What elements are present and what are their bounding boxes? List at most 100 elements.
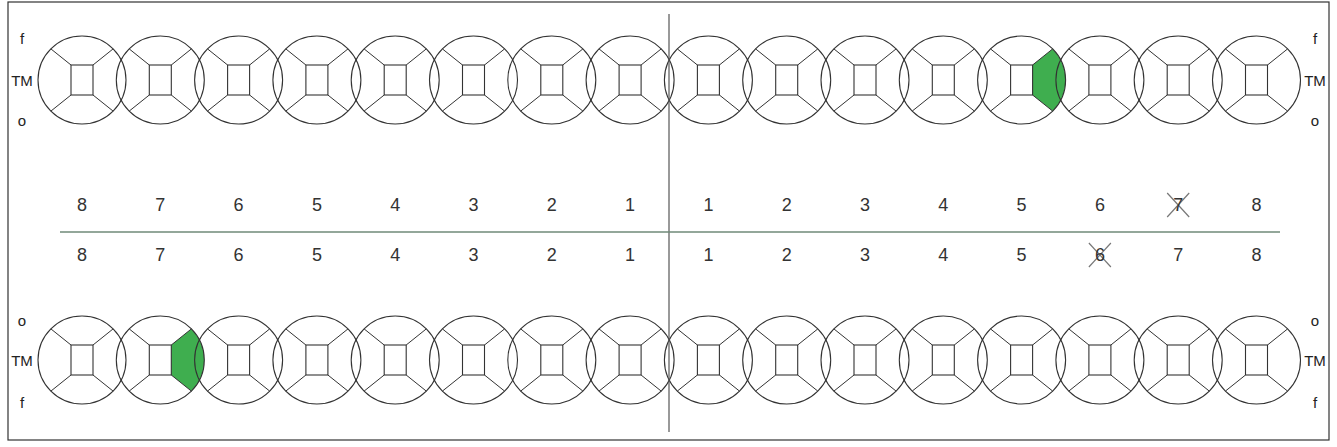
missing-mark [1167, 193, 1189, 217]
surface-divider [641, 95, 661, 111]
surface-divider [756, 49, 776, 65]
tooth-number: 4 [390, 246, 400, 264]
tooth-number: 3 [468, 246, 478, 264]
surface-divider [990, 95, 1010, 111]
surface-divider [1189, 95, 1209, 111]
surface-divider [1111, 329, 1131, 345]
surface-label: TM [1304, 353, 1326, 368]
surface-divider [912, 375, 932, 391]
tooth-number: 8 [1251, 246, 1261, 264]
surface-divider [912, 329, 932, 345]
surface-divider [599, 329, 619, 345]
surface-divider [207, 49, 227, 65]
surface-divider [485, 95, 505, 111]
surface-divider [798, 95, 818, 111]
surface-divider [442, 375, 462, 391]
surface-divider [51, 329, 71, 345]
tooth-outline [351, 316, 439, 404]
occlusal-surface [384, 65, 406, 95]
surface-divider [129, 375, 149, 391]
tooth-outline [664, 316, 752, 404]
surface-divider [876, 49, 896, 65]
tooth-number: 5 [1017, 196, 1027, 214]
midline [668, 14, 669, 432]
surface-divider [677, 49, 697, 65]
surface-divider [641, 329, 661, 345]
tooth-number: 6 [1095, 196, 1105, 214]
surface-divider [1033, 49, 1053, 65]
occlusal-surface [1246, 65, 1268, 95]
surface-divider [207, 95, 227, 111]
surface-divider [1268, 49, 1288, 65]
tooth-outline [743, 36, 831, 124]
surface-divider [990, 49, 1010, 65]
surface-label: TM [11, 353, 33, 368]
tooth-number: 3 [860, 246, 870, 264]
surface-divider [719, 375, 739, 391]
occlusal-surface [1089, 65, 1111, 95]
surface-divider [599, 49, 619, 65]
tooth-outline [1213, 316, 1301, 404]
tooth-outline [430, 36, 518, 124]
surface-label: o [18, 113, 26, 128]
surface-divider [1225, 329, 1245, 345]
surface-divider [51, 49, 71, 65]
surface-divider [442, 49, 462, 65]
surface-divider [1069, 375, 1089, 391]
surface-divider [719, 95, 739, 111]
surface-divider [719, 49, 739, 65]
surface-divider [250, 49, 270, 65]
tooth-outline [195, 36, 283, 124]
occlusal-surface [149, 345, 171, 375]
occlusal-surface [463, 345, 485, 375]
surface-divider [521, 49, 541, 65]
occlusal-surface [71, 345, 93, 375]
occlusal-surface [1011, 65, 1033, 95]
surface-divider [1069, 95, 1089, 111]
occlusal-surface [697, 65, 719, 95]
occlusal-surface [228, 65, 250, 95]
surface-label: f [1313, 31, 1317, 46]
surface-label: f [20, 31, 24, 46]
surface-divider [599, 95, 619, 111]
surface-divider [834, 95, 854, 111]
surface-divider [250, 375, 270, 391]
surface-divider [1225, 375, 1245, 391]
surface-divider [1189, 329, 1209, 345]
surface-divider [677, 95, 697, 111]
surface-divider [93, 95, 113, 111]
occlusal-surface [384, 345, 406, 375]
tooth-outline [38, 316, 126, 404]
surface-divider [563, 49, 583, 65]
occlusal-surface [1246, 345, 1268, 375]
tooth-outline [664, 36, 752, 124]
tooth-number: 3 [468, 196, 478, 214]
surface-divider [1111, 49, 1131, 65]
surface-divider [406, 49, 426, 65]
tooth-number: 4 [390, 196, 400, 214]
tooth-outline [743, 316, 831, 404]
surface-divider [129, 95, 149, 111]
tooth-outline [1213, 36, 1301, 124]
surface-divider [1069, 329, 1089, 345]
surface-label: TM [1304, 73, 1326, 88]
surface-divider [93, 329, 113, 345]
surface-divider [406, 329, 426, 345]
surface-divider [798, 329, 818, 345]
surface-divider [442, 95, 462, 111]
surface-divider [250, 95, 270, 111]
tooth-outline [1056, 316, 1144, 404]
tooth-number: 7 [1173, 196, 1183, 214]
surface-divider [1268, 329, 1288, 345]
surface-divider [1111, 95, 1131, 111]
surface-divider [719, 329, 739, 345]
surface-divider [286, 329, 306, 345]
occlusal-surface [776, 345, 798, 375]
surface-divider [171, 329, 191, 345]
surface-label: f [1313, 395, 1317, 410]
surface-divider [954, 375, 974, 391]
tooth-outline [508, 316, 596, 404]
tooth-outline [351, 36, 439, 124]
surface-divider [485, 49, 505, 65]
surface-divider [1268, 375, 1288, 391]
